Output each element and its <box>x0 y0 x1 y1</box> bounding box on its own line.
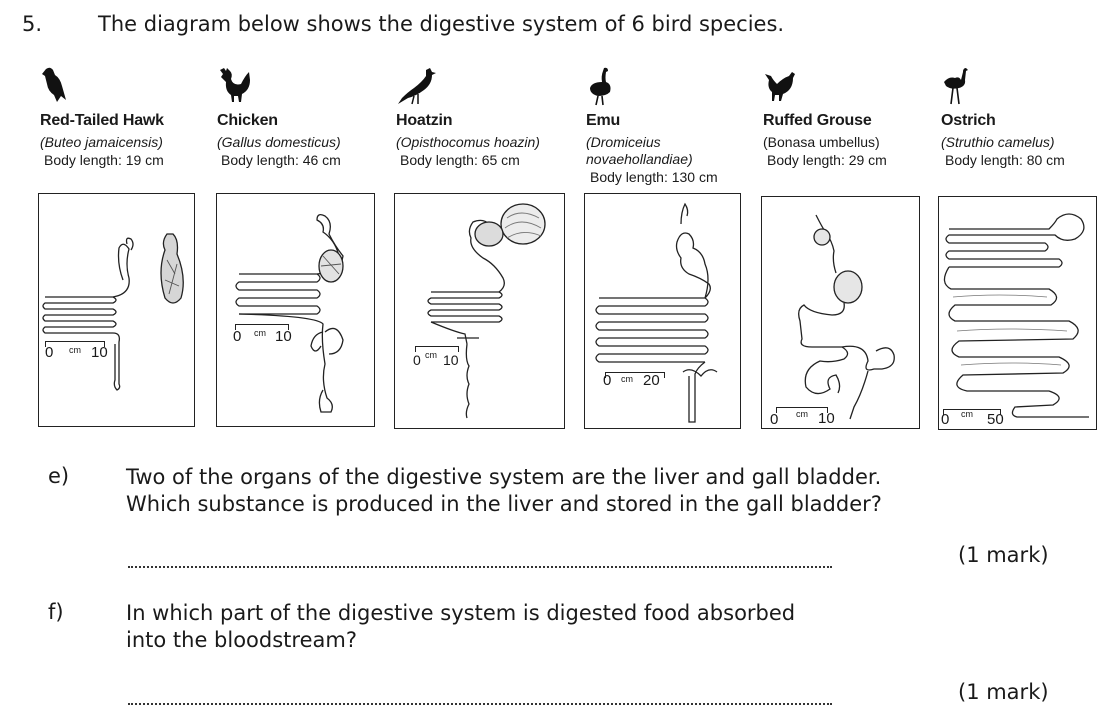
scale-bar <box>943 409 1001 410</box>
part-f-answer-line[interactable] <box>128 701 832 705</box>
scale-max: 10 <box>275 328 292 345</box>
scale-tick <box>45 341 46 347</box>
species-hoatzin: Hoatzin (Opisthocomus hoazin) Body lengt… <box>396 66 576 169</box>
scale-max: 10 <box>818 410 835 427</box>
emu-silhouette-icon <box>590 67 611 106</box>
scale-tick <box>458 346 459 352</box>
species-name: Emu <box>586 112 621 129</box>
scale-unit: cm <box>425 350 437 360</box>
question-number: 5. <box>22 12 43 36</box>
scale-max: 10 <box>443 352 459 368</box>
scale-tick <box>943 409 944 415</box>
scale-zero: 0 <box>941 411 950 428</box>
part-e-mark: (1 mark) <box>958 543 1049 567</box>
scale-unit: cm <box>69 345 81 355</box>
scale-zero: 0 <box>603 372 612 389</box>
species-ostrich: Ostrich (Struthio camelus) Body length: … <box>941 66 1120 169</box>
part-f-letter: f) <box>48 600 64 624</box>
species-name: Ruffed Grouse <box>763 112 872 129</box>
species-body-length: Body length: 130 cm <box>590 169 718 185</box>
grouse-silhouette-icon <box>765 72 795 101</box>
scale-tick <box>664 372 665 378</box>
species-emu: Emu (Dromiceius novaehollandiae) Body le… <box>586 66 766 186</box>
hoatzin-silhouette-icon <box>398 68 436 105</box>
species-scientific-name: (Bonasa umbellus) <box>763 134 880 150</box>
species-scientific-name: (Opisthocomus hoazin) <box>396 134 540 150</box>
scale-bar <box>605 372 665 373</box>
scale-bar <box>415 346 459 347</box>
species-body-length: Body length: 46 cm <box>221 152 341 168</box>
species-scientific-name: (Gallus domesticus) <box>217 134 341 150</box>
hawk-silhouette-icon <box>42 67 66 102</box>
species-name: Hoatzin <box>396 112 453 129</box>
scale-tick <box>1000 409 1001 415</box>
digestive-diagram-hoatzin: 0 cm 10 <box>394 193 565 429</box>
species-scientific-name-line2: novaehollandiae) <box>586 151 693 167</box>
part-e-question-line1: Two of the organs of the digestive syste… <box>126 465 882 489</box>
chicken-silhouette-icon <box>220 68 250 102</box>
species-body-length: Body length: 80 cm <box>945 152 1065 168</box>
scale-unit: cm <box>621 374 633 384</box>
scale-zero: 0 <box>413 352 421 368</box>
question-intro: The diagram below shows the digestive sy… <box>98 12 785 36</box>
scale-tick <box>104 341 105 347</box>
scale-zero: 0 <box>770 411 779 428</box>
scale-zero: 0 <box>45 344 54 361</box>
scale-unit: cm <box>254 328 266 338</box>
species-body-length: Body length: 65 cm <box>400 152 520 168</box>
part-e-answer-line[interactable] <box>128 564 832 568</box>
species-scientific-name-line1: (Dromiceius <box>586 134 661 150</box>
scale-bar <box>45 341 105 342</box>
scale-tick <box>827 407 828 413</box>
scale-bar <box>776 407 828 408</box>
species-scientific-name: (Buteo jamaicensis) <box>40 134 163 150</box>
part-e-question-line2: Which substance is produced in the liver… <box>126 492 882 516</box>
part-f-question-line1: In which part of the digestive system is… <box>126 601 796 625</box>
species-body-length: Body length: 19 cm <box>44 152 164 168</box>
scale-tick <box>288 324 289 330</box>
species-name: Red-Tailed Hawk <box>40 112 164 129</box>
scale-unit: cm <box>961 409 973 419</box>
scale-tick <box>235 324 236 330</box>
scale-tick <box>605 372 606 378</box>
species-chicken: Chicken (Gallus domesticus) Body length:… <box>217 66 397 169</box>
scale-max: 20 <box>643 372 660 389</box>
part-f-question-line2: into the bloodstream? <box>126 628 357 652</box>
scale-max: 10 <box>91 344 108 361</box>
digestive-diagram-chicken: 0 cm 10 <box>216 193 375 427</box>
digestive-diagram-hawk: 0 cm 10 <box>38 193 195 427</box>
part-e-letter: e) <box>48 464 70 488</box>
species-name: Chicken <box>217 112 278 129</box>
scale-max: 50 <box>987 411 1004 428</box>
digestive-diagram-ostrich: 0 cm 50 <box>938 196 1097 430</box>
scale-bar <box>235 324 289 325</box>
part-f-mark: (1 mark) <box>958 680 1049 704</box>
scale-unit: cm <box>796 409 808 419</box>
scale-zero: 0 <box>233 328 242 345</box>
ostrich-silhouette-icon <box>944 68 968 105</box>
species-body-length: Body length: 29 cm <box>767 152 887 168</box>
digestive-diagram-ruffed-grouse: 0 cm 10 <box>761 196 920 429</box>
digestive-diagram-emu: 0 cm 20 <box>584 193 741 429</box>
species-name: Ostrich <box>941 112 996 129</box>
species-ruffed-grouse: Ruffed Grouse (Bonasa umbellus) Body len… <box>763 66 943 169</box>
species-scientific-name: (Struthio camelus) <box>941 134 1055 150</box>
scale-tick <box>776 407 777 413</box>
species-red-tailed-hawk: Red-Tailed Hawk (Buteo jamaicensis) Body… <box>40 66 220 169</box>
scale-tick <box>415 346 416 352</box>
